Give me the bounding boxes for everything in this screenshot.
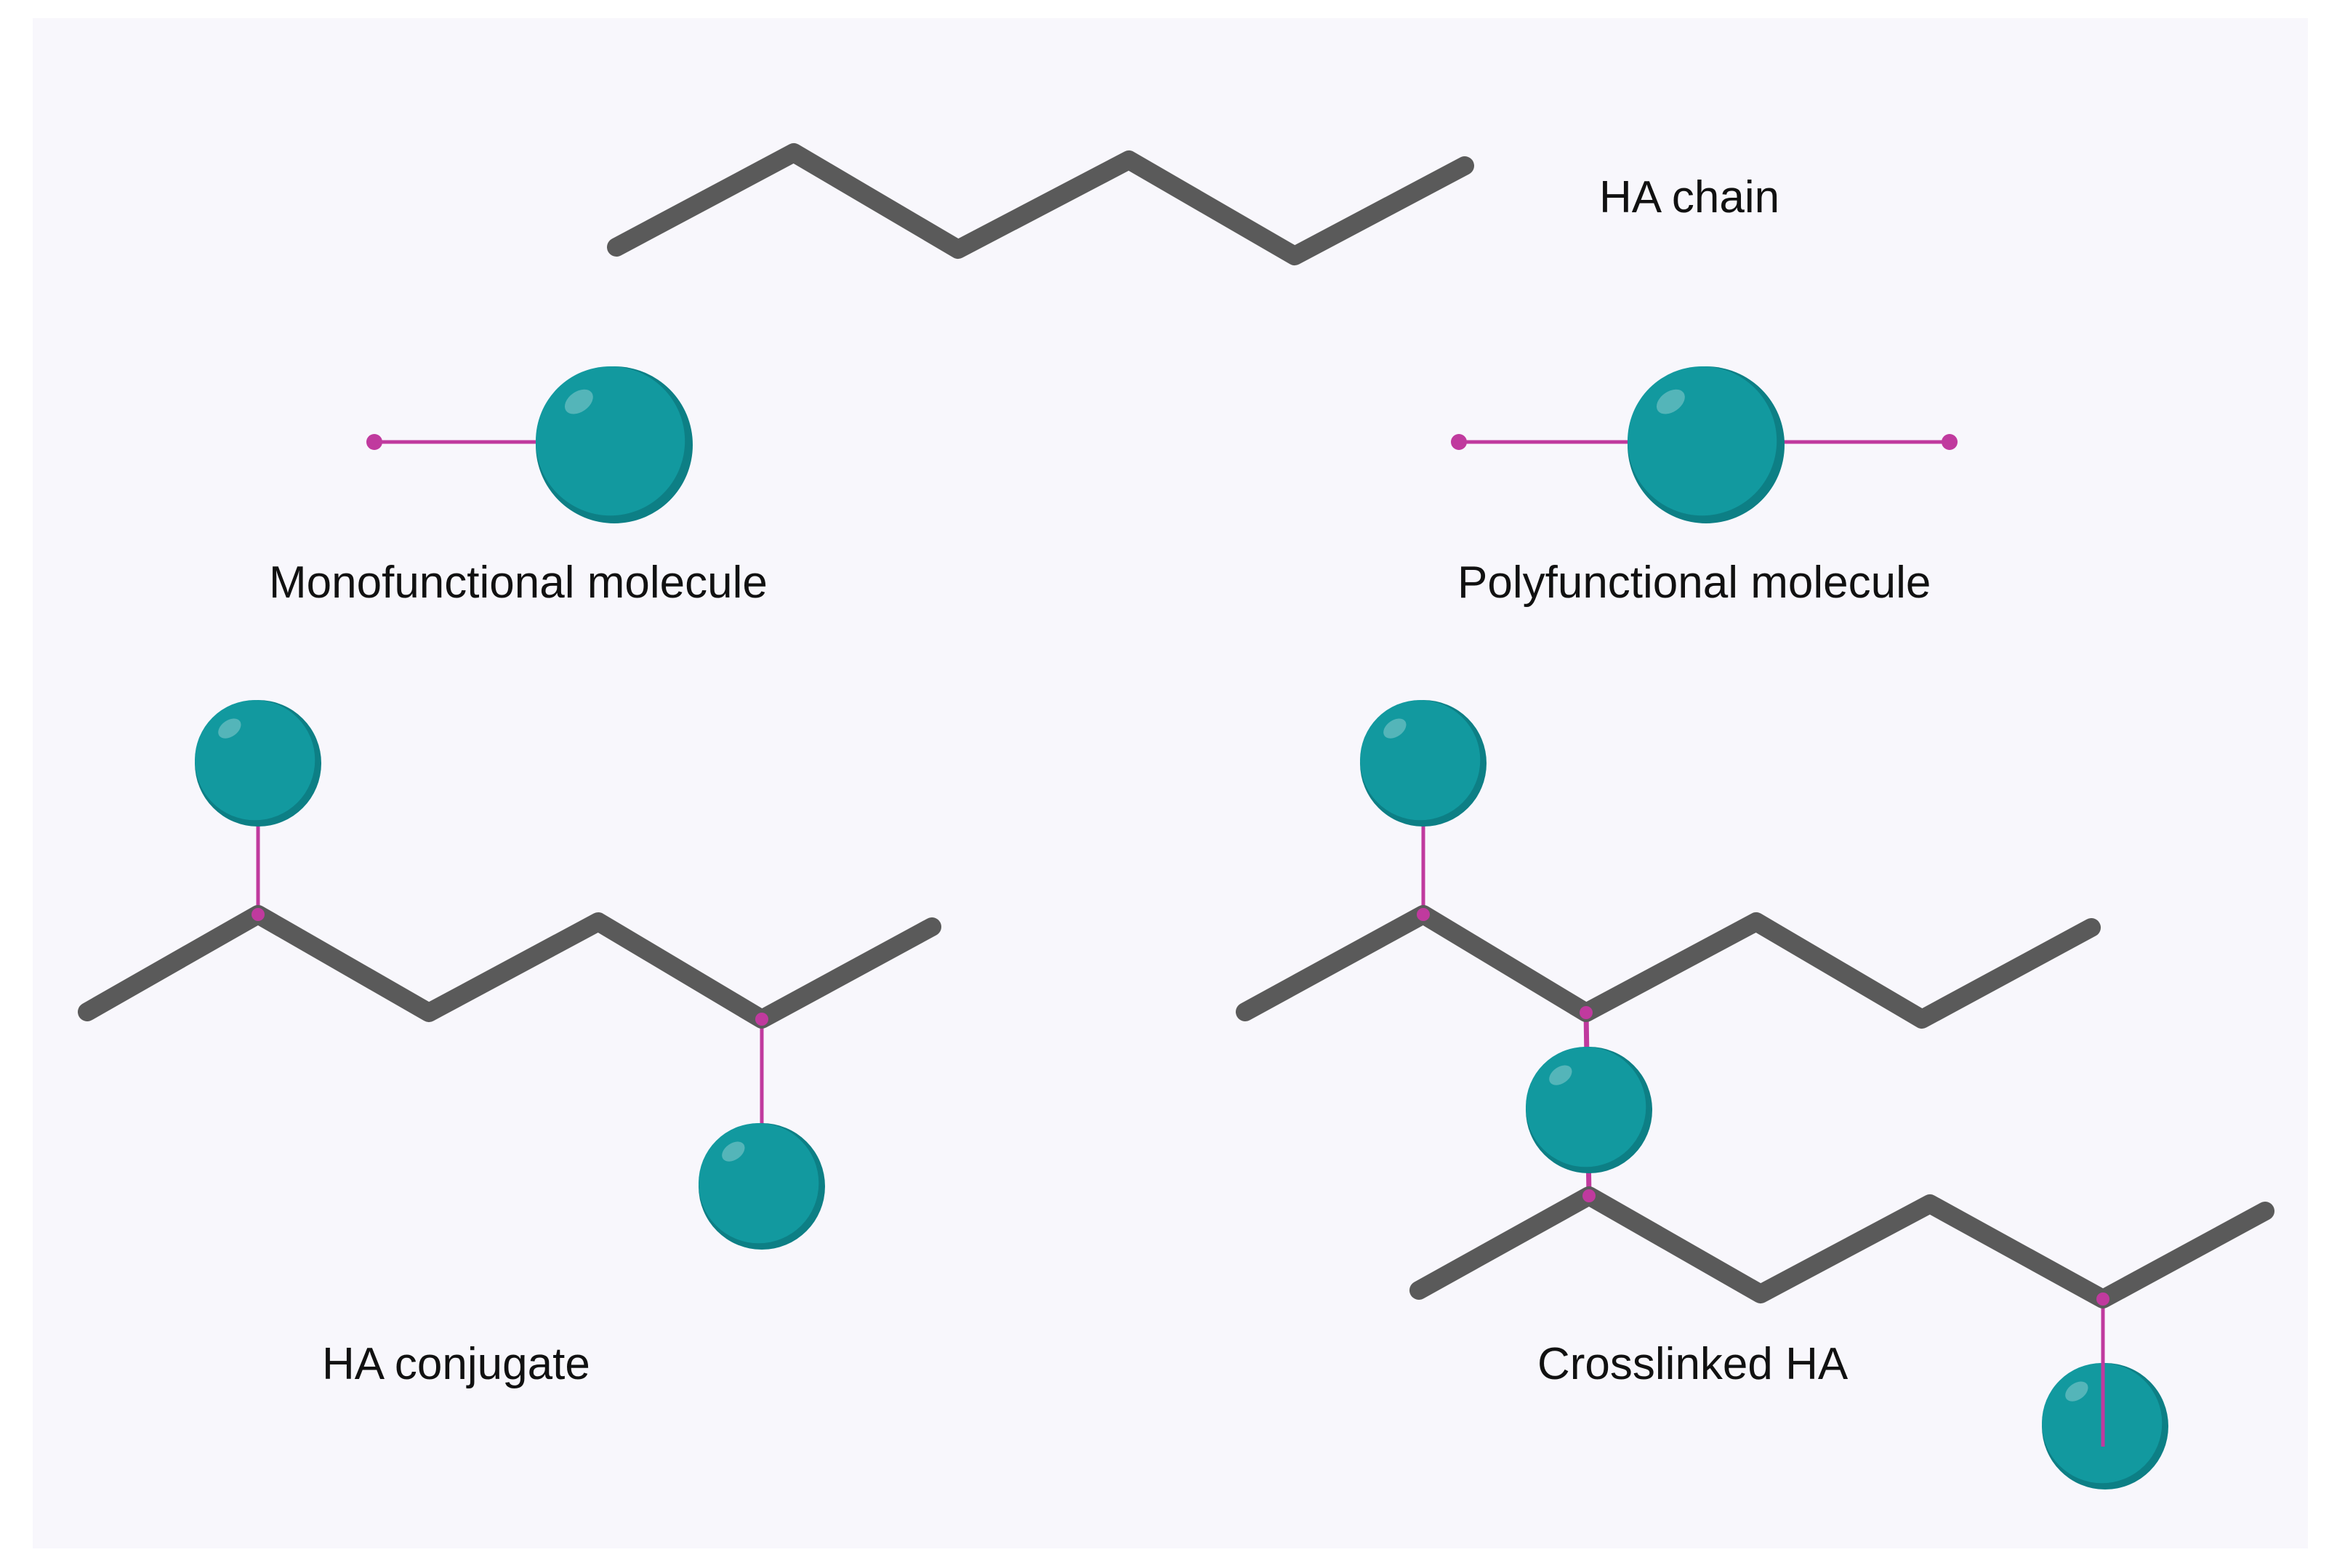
ha-conjugate-group: HA conjugate [78, 700, 941, 1389]
crosslink-attachment-point-upper [1580, 1006, 1593, 1019]
conjugate-sphere-top [195, 700, 321, 827]
polyfunctional-reactive-end-right [1942, 434, 1958, 450]
conjugate-ha-chain [78, 905, 941, 1029]
conjugate-attachment-point-top [252, 908, 265, 921]
monofunctional-reactive-end [366, 434, 382, 450]
crosslinked-ha-chain-lower [1409, 1186, 2274, 1308]
conjugate-attachment-point-bottom [755, 1013, 768, 1026]
monofunctional-sphere [536, 366, 693, 523]
crosslink-attachment-point-top [1417, 908, 1430, 921]
figure-background [33, 18, 2308, 1548]
crosslink-attachment-point-lower [1582, 1189, 1596, 1202]
crosslink-sphere-bridge [1526, 1047, 1652, 1173]
polyfunctional-reactive-end-left [1451, 434, 1467, 450]
monofunctional-molecule-group: Monofunctional molecule [269, 366, 768, 608]
crosslink-sphere-bottom [2042, 1363, 2168, 1489]
polyfunctional-molecule-group: Polyfunctional molecule [1451, 366, 1958, 608]
conjugate-sphere-bottom [699, 1123, 825, 1250]
crosslinked-ha-group: Crosslinked HA [1236, 700, 2274, 1489]
polyfunctional-label: Polyfunctional molecule [1457, 558, 1931, 608]
crosslinked-ha-label: Crosslinked HA [1537, 1339, 1849, 1389]
ha-chain-label: HA chain [1599, 172, 1779, 222]
polyfunctional-sphere [1628, 366, 1785, 523]
crosslinked-ha-chain-upper [1236, 905, 2101, 1029]
ha-chain-group: HA chain [607, 143, 1779, 265]
ha-conjugate-label: HA conjugate [322, 1339, 590, 1389]
crosslink-sphere-top [1360, 700, 1487, 827]
crosslink-attachment-point-bottom [2096, 1292, 2109, 1306]
ha-chain [607, 143, 1474, 265]
monofunctional-label: Monofunctional molecule [269, 558, 768, 608]
